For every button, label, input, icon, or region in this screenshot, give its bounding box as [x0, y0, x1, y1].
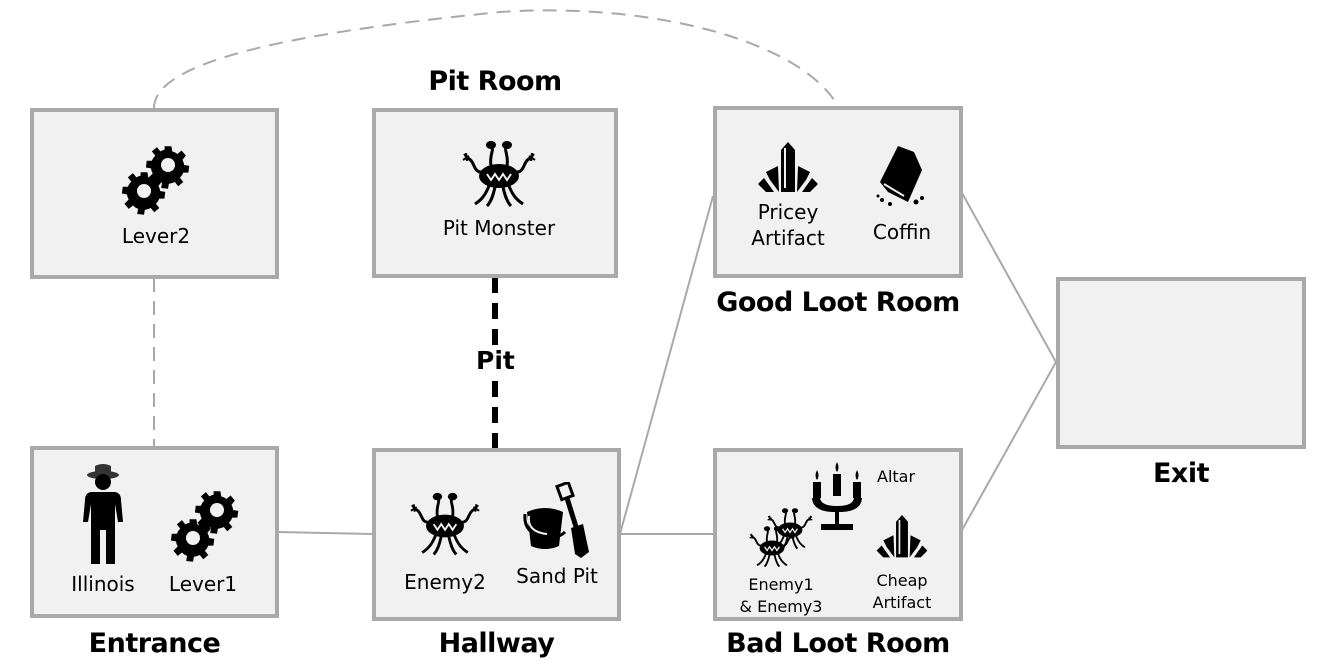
item-label: Enemy2: [404, 570, 486, 594]
item-label: Illinois: [71, 572, 135, 596]
item-label: Lever2: [121, 224, 191, 248]
item-label: Sand Pit: [516, 564, 598, 588]
monster-icon: [461, 139, 537, 208]
edge-lever2-goodloot: [153, 9, 839, 109]
room-pit-room[interactable]: Pit Monster: [372, 108, 618, 278]
room-good-loot[interactable]: Pricey Artifact Coffin: [713, 106, 963, 278]
item-coffin[interactable]: Coffin: [857, 142, 947, 246]
bucket-shovel-icon: [523, 482, 589, 558]
item-label: Lever1: [168, 572, 238, 596]
room-exit[interactable]: [1056, 277, 1306, 449]
item-lever2[interactable]: Lever2: [116, 132, 196, 250]
room-title-good-loot: Good Loot Room: [716, 287, 960, 318]
item-label-line2: Artifact: [872, 593, 932, 612]
gears-icon: [170, 491, 239, 562]
item-pricey-artifact[interactable]: Pricey Artifact: [743, 138, 833, 252]
candelabra-icon: [812, 462, 862, 530]
gears-icon: [121, 146, 190, 215]
item-label-altar: Altar: [877, 467, 916, 486]
edge-entrance-hallway: [277, 531, 373, 535]
item-sand-pit[interactable]: Sand Pit: [502, 482, 612, 590]
item-pit-monster[interactable]: Pit Monster: [429, 138, 569, 242]
item-label-line1: Enemy1: [748, 575, 814, 594]
edge-hallway-goodloot: [619, 195, 714, 535]
item-lever1[interactable]: Lever1: [158, 480, 248, 598]
item-altar[interactable]: [807, 460, 867, 532]
monsters-icon: [748, 508, 814, 568]
item-cheap-artifact[interactable]: Cheap Artifact: [852, 510, 952, 614]
edge-badloot-exit: [961, 361, 1057, 531]
item-enemy1-enemy3[interactable]: Enemy1 & Enemy3: [731, 508, 831, 618]
item-label-line2: Artifact: [751, 226, 825, 250]
item-enemy2[interactable]: Enemy2: [390, 490, 500, 596]
pit-connection-label: Pit: [474, 346, 517, 375]
room-title-hallway: Hallway: [438, 628, 555, 659]
coffin-icon: [875, 145, 925, 207]
item-label-line2: & Enemy3: [739, 597, 823, 616]
person-icon: [83, 464, 123, 564]
room-title-entrance: Entrance: [88, 628, 221, 659]
room-hallway[interactable]: Enemy2 Sand Pit: [372, 448, 621, 621]
monster-icon: [409, 491, 481, 556]
item-label: Coffin: [872, 220, 932, 244]
room-entrance[interactable]: Illinois Lever1: [30, 446, 279, 618]
room-lever2[interactable]: Lever2: [30, 108, 279, 279]
item-illinois[interactable]: Illinois: [58, 460, 148, 598]
room-title-pit-room: Pit Room: [428, 66, 562, 97]
crystal-icon: [757, 141, 819, 193]
item-label-line1: Pricey: [757, 200, 819, 224]
room-title-bad-loot: Bad Loot Room: [726, 628, 950, 659]
item-label-line1: Cheap: [876, 571, 928, 590]
room-title-exit: Exit: [1152, 458, 1210, 489]
edge-goodloot-exit: [961, 192, 1057, 363]
room-bad-loot[interactable]: Altar Enemy1 & Enemy3 Cheap Artifact: [713, 448, 963, 621]
crystal-icon: [875, 514, 929, 559]
item-label: Pit Monster: [442, 216, 556, 240]
